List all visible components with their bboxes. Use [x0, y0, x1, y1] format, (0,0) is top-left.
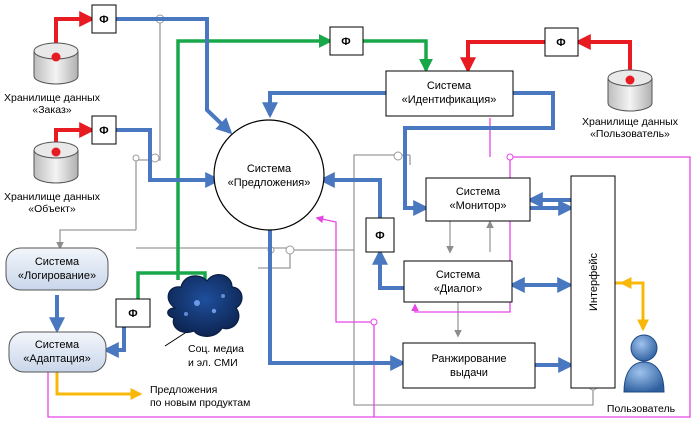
user-label: Пользователь	[607, 403, 676, 415]
filter-box-adaptaciya: Ф	[115, 298, 151, 328]
node-interfeys-label: Интерфейс	[588, 253, 600, 311]
storage-polzovatel: Хранилище данных «Пользователь»	[582, 69, 679, 140]
storage-obekt-label-2: «Объект»	[28, 203, 76, 215]
filter-symbol: Ф	[99, 125, 108, 137]
node-logirovanie-label-2: «Логирование»	[18, 270, 96, 282]
node-monitor-label-1: Система	[456, 186, 501, 198]
orange-connectors	[55, 277, 649, 400]
proposals-label-2: по новым продуктам	[150, 397, 250, 409]
filter-box-zakaz: Ф	[91, 4, 117, 34]
storage-zakaz-label-2: «Заказ»	[32, 104, 71, 116]
node-dialog: Система «Диалог»	[403, 260, 513, 303]
node-identifikaciya-label-1: Система	[427, 80, 472, 92]
node-adaptaciya: Система «Адаптация»	[8, 331, 107, 373]
node-ranzhirovanie: Ранжирование выдачи	[402, 342, 536, 389]
node-monitor: Система «Монитор»	[425, 177, 531, 222]
filter-symbol: Ф	[99, 14, 108, 26]
red-dots	[51, 52, 635, 157]
node-dialog-label-2: «Диалог»	[434, 283, 483, 295]
filter-symbol: Ф	[375, 230, 384, 242]
filter-box-dialog: Ф	[365, 217, 395, 253]
magenta-connectors	[47, 118, 691, 418]
user-icon	[623, 334, 665, 393]
storage-polzovatel-label-1: Хранилище данных	[582, 116, 679, 128]
node-ranzhirovanie-label-1: Ранжирование	[431, 353, 506, 365]
node-adaptaciya-label-2: «Адаптация»	[23, 353, 91, 365]
filter-box-polzovatel: Ф	[544, 27, 579, 57]
social-media-label-1: Соц. медиа	[188, 343, 244, 355]
node-monitor-label-2: «Монитор»	[449, 200, 506, 212]
node-logirovanie-label-1: Система	[35, 256, 80, 268]
storage-zakaz-label-1: Хранилище данных	[4, 92, 101, 104]
node-predlozheniya-label-2: «Предложения»	[228, 177, 311, 189]
filter-symbol: Ф	[341, 36, 350, 48]
node-interfeys: Интерфейс	[570, 175, 616, 389]
node-adaptaciya-label-1: Система	[35, 339, 80, 351]
cloud-callout-line	[164, 332, 186, 347]
magenta-junctions	[370, 153, 514, 326]
social-media-label-2: и эл. СМИ	[188, 357, 238, 369]
storage-obekt: Хранилище данных «Объект»	[4, 141, 101, 215]
node-identifikaciya-label-2: «Идентификация»	[402, 94, 497, 106]
node-predlozheniya: Система «Предложения»	[213, 119, 325, 231]
node-dialog-label-1: Система	[436, 269, 481, 281]
filter-box-obekt: Ф	[91, 115, 117, 145]
blue-connectors	[49, 17, 575, 373]
filter-box-green: Ф	[329, 26, 364, 56]
storage-zakaz: Хранилище данных «Заказ»	[4, 42, 101, 116]
filter-symbol: Ф	[128, 308, 137, 320]
proposals-label-1: Предложения	[150, 384, 217, 396]
node-logirovanie: Система «Логирование»	[5, 247, 109, 291]
node-ranzhirovanie-label-2: выдачи	[450, 367, 488, 379]
storage-obekt-label-1: Хранилище данных	[4, 191, 101, 203]
storage-polzovatel-label-2: «Пользователь»	[590, 128, 670, 140]
node-predlozheniya-label-1: Система	[247, 163, 292, 175]
filter-symbol: Ф	[556, 37, 565, 49]
node-identifikaciya: Система «Идентификация»	[385, 70, 514, 117]
cloud-icon	[167, 274, 243, 337]
